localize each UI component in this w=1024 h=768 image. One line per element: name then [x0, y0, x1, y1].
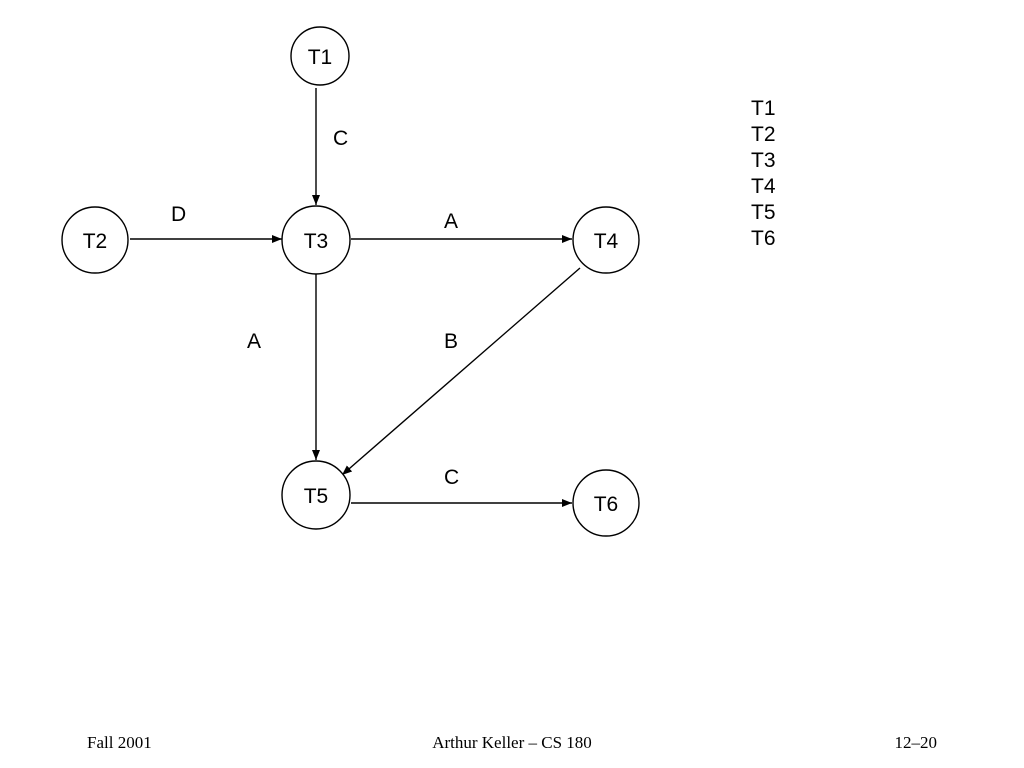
order-item: T6 — [751, 227, 776, 250]
edge-label-t5-t6: C — [444, 466, 459, 489]
edge-label-t3-t4: A — [444, 210, 458, 233]
node-t2: T2 — [61, 206, 129, 274]
node-label-t3: T3 — [304, 230, 329, 253]
node-label-t2: T2 — [83, 230, 108, 253]
edge-t5-t6: C — [351, 466, 572, 507]
edge-label-t2-t3: D — [171, 203, 186, 226]
node-t3: T3 — [281, 205, 351, 275]
footer-slide-number: 12–20 — [894, 733, 938, 752]
order-item: T4 — [751, 175, 776, 198]
edge-t3-t5: A — [247, 274, 320, 460]
node-label-t5: T5 — [304, 485, 329, 508]
order-item: T5 — [751, 201, 776, 224]
edge-t2-t3: D — [130, 203, 282, 243]
node-t4: T4 — [572, 206, 640, 274]
node-label-t1: T1 — [308, 46, 333, 69]
node-label-t6: T6 — [594, 493, 619, 516]
node-t6: T6 — [572, 469, 640, 537]
node-label-t4: T4 — [594, 230, 619, 253]
edge-label-t3-t5: A — [247, 330, 261, 353]
edge-t3-t4: A — [351, 210, 572, 243]
footer-author: Arthur Keller – CS 180 — [432, 733, 592, 752]
order-item: T1 — [751, 97, 776, 120]
order-item: T3 — [751, 149, 776, 172]
edge-label-t4-t5: B — [444, 330, 458, 353]
footer-date: Fall 2001 — [87, 733, 152, 752]
edge-t1-t3: C — [312, 88, 348, 205]
edge-label-t1-t3: C — [333, 127, 348, 150]
node-t5: T5 — [281, 460, 351, 530]
edge-t4-t5: B — [341, 267, 581, 476]
order-item: T2 — [751, 123, 776, 146]
node-t1: T1 — [290, 26, 350, 86]
serial-order-list: T1 T2 T3 T4 T5 T6 — [751, 96, 776, 252]
